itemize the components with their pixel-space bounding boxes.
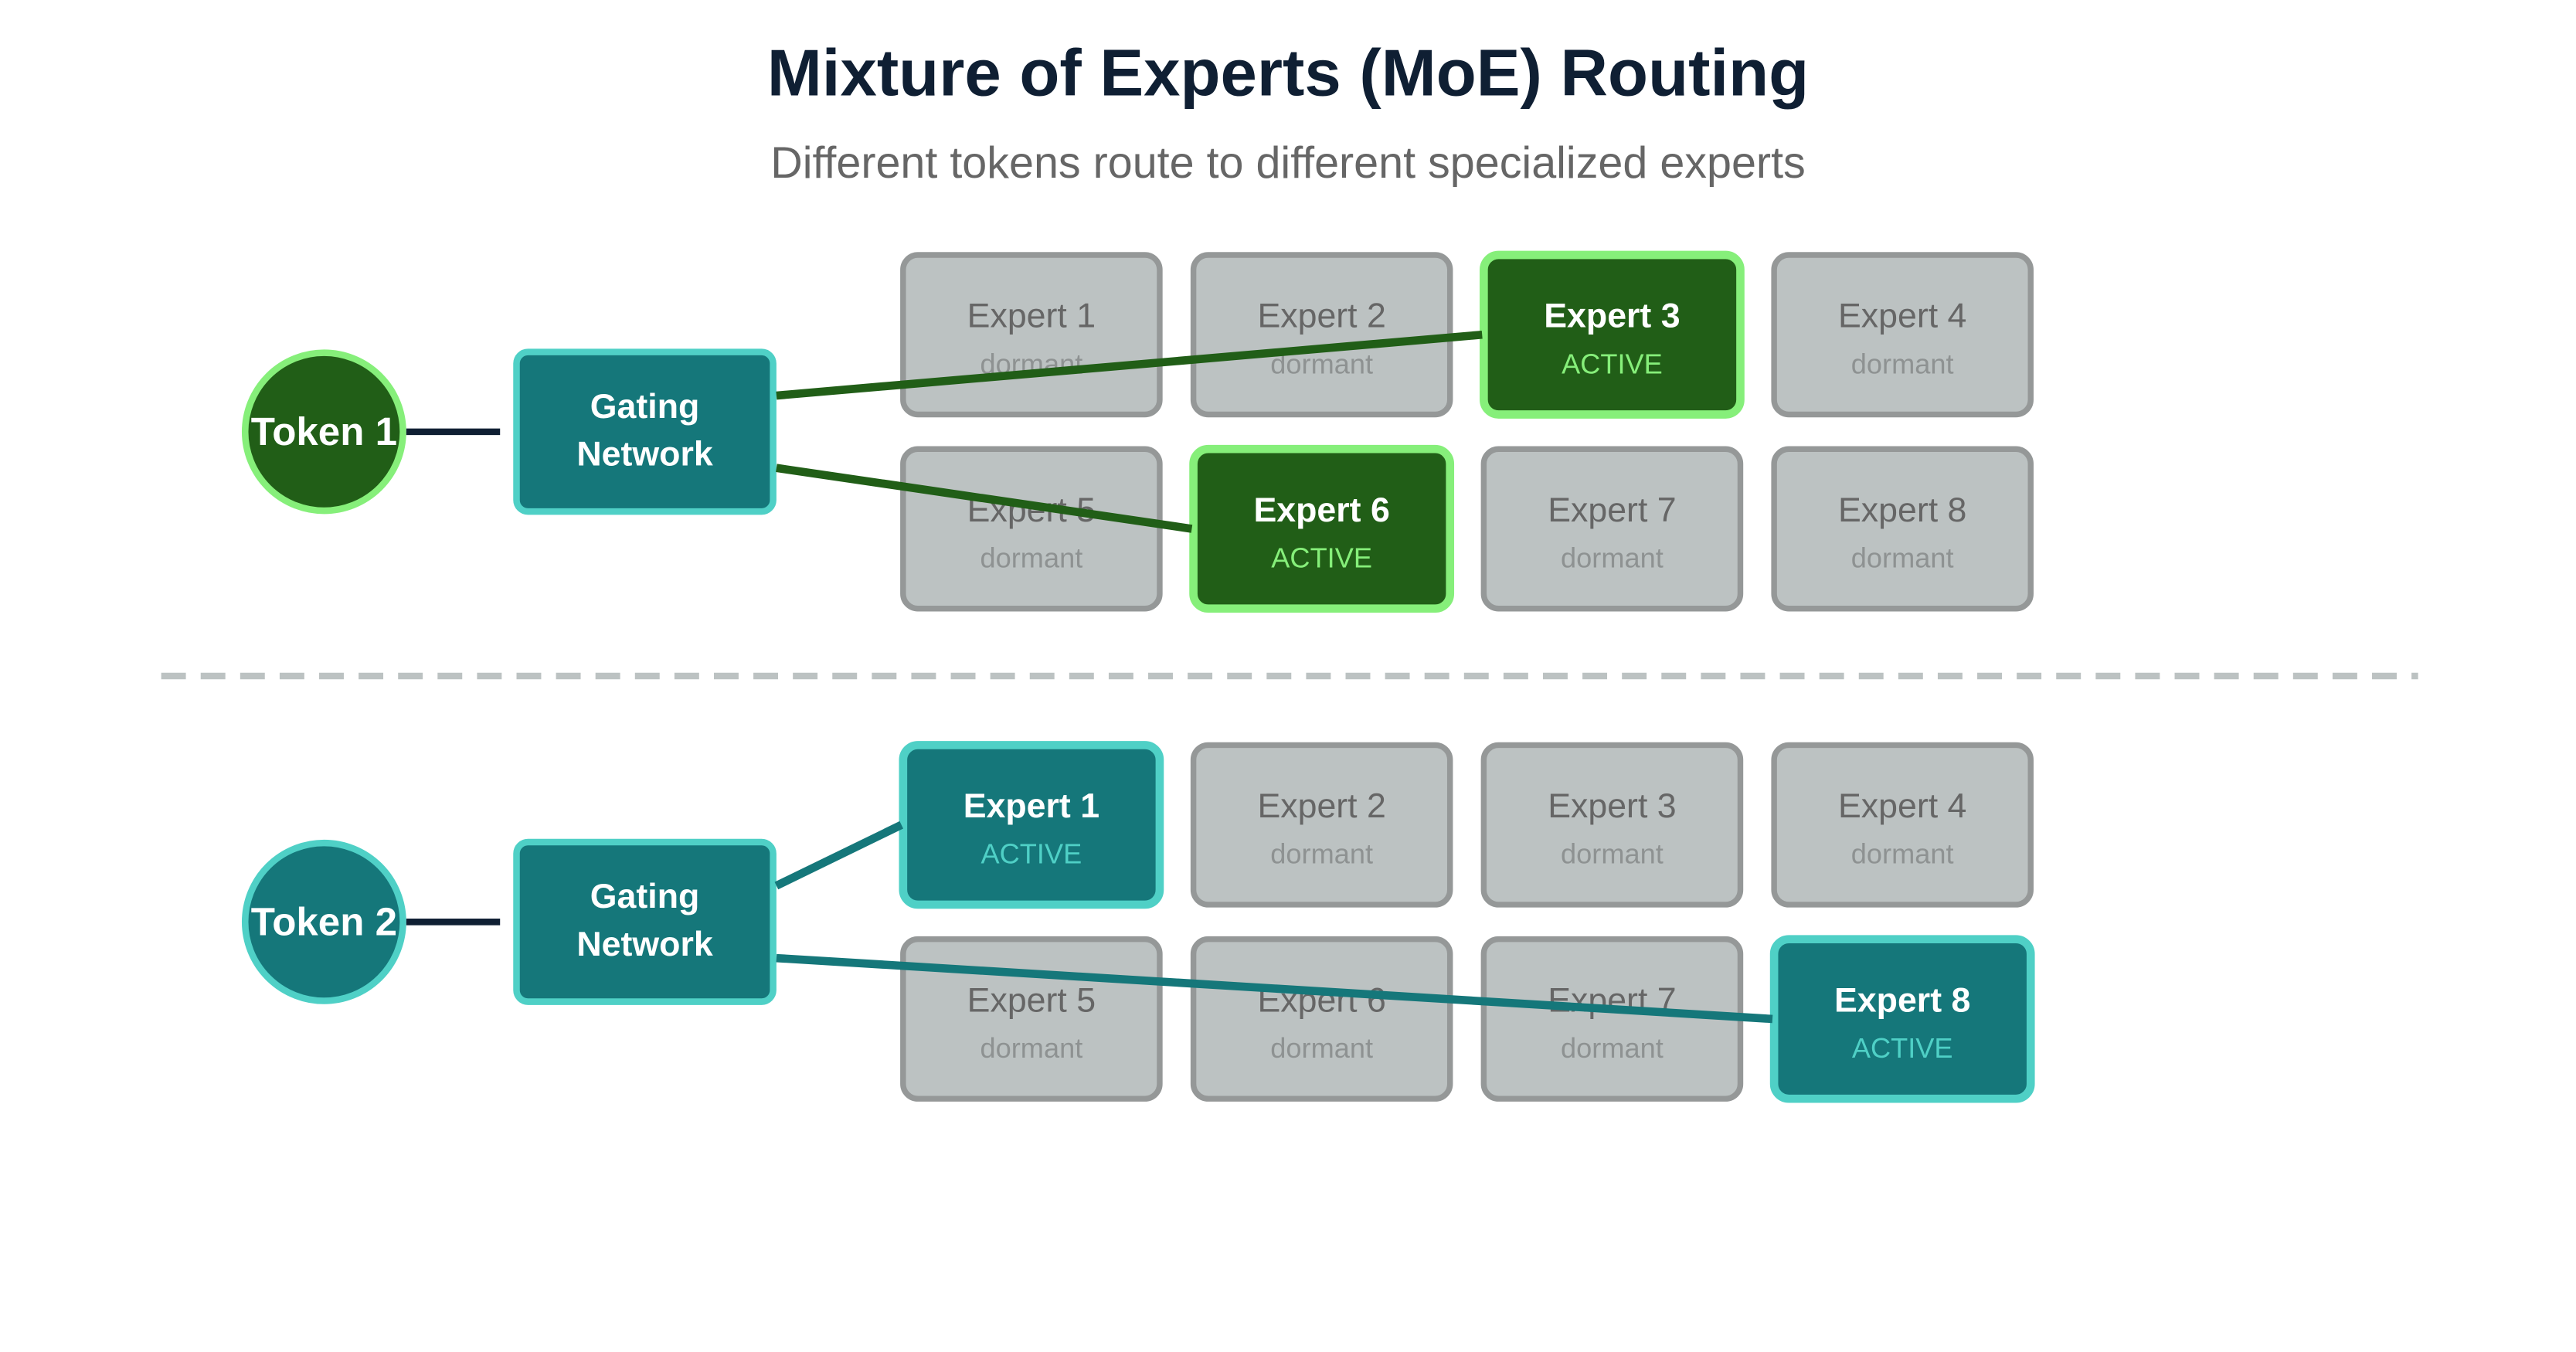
expert-state: dormant <box>1270 1032 1373 1064</box>
token-label: Token 2 <box>251 899 397 943</box>
expert-name: Expert 7 <box>1548 491 1676 529</box>
expert-state: dormant <box>1851 838 1954 870</box>
expert-state: dormant <box>980 1032 1083 1064</box>
token-circle <box>241 839 406 1004</box>
expert-box-frame <box>1771 446 2034 612</box>
expert-name: Expert 3 <box>1548 787 1676 825</box>
expert-box-frame <box>900 446 1163 612</box>
expert-name: Expert 4 <box>1838 297 1966 335</box>
token-row-2: Expert 1 ACTIVE Expert 2 dormant Expert 3 dor… <box>241 741 2035 1103</box>
expert-box-frame <box>1190 742 1453 908</box>
expert-name: Expert 2 <box>1257 297 1385 335</box>
expert-name: Expert 2 <box>1257 787 1385 825</box>
gating-network-box <box>513 838 777 1005</box>
expert-state: dormant <box>1851 348 1954 379</box>
expert-state: ACTIVE <box>981 838 1082 870</box>
expert-box-frame <box>1190 936 1453 1102</box>
expert-state: dormant <box>1561 838 1664 870</box>
expert-state: ACTIVE <box>1271 542 1372 574</box>
expert-state: ACTIVE <box>1852 1032 1953 1064</box>
expert-name: Expert 5 <box>967 981 1096 1019</box>
token-node: Token 1 <box>241 349 406 515</box>
expert-state: dormant <box>1270 838 1373 870</box>
gating-network-label: Network <box>576 436 712 474</box>
diagram-title: Mixture of Experts (MoE) Routing <box>767 36 1809 110</box>
gating-network-label: Gating <box>590 878 700 915</box>
expert-box-1: Expert 1 ACTIVE <box>899 741 1164 909</box>
gating-network-box <box>513 348 777 515</box>
expert-box-6: Expert 6 ACTIVE <box>1189 444 1455 613</box>
expert-name: Expert 8 <box>1834 981 1970 1019</box>
expert-name: Expert 6 <box>1253 491 1389 529</box>
expert-box-5: Expert 5 dormant <box>900 936 1163 1102</box>
expert-box-4: Expert 4 dormant <box>1771 252 2034 418</box>
expert-box-frame <box>900 252 1163 418</box>
expert-state: dormant <box>1561 542 1664 574</box>
route-line-expert-1 <box>774 820 904 890</box>
expert-box-4: Expert 4 dormant <box>1771 742 2034 908</box>
token-label: Token 1 <box>251 409 397 453</box>
expert-box-frame <box>1480 742 1744 908</box>
expert-box-frame <box>1480 250 1745 419</box>
route-line-expert-3 <box>776 330 1483 400</box>
gating-network-label: Gating <box>590 388 700 426</box>
expert-name: Expert 4 <box>1838 787 1966 825</box>
expert-name: Expert 1 <box>967 297 1096 335</box>
gating-network-label: Network <box>576 926 712 963</box>
token-circle <box>241 349 406 515</box>
route-line-expert-6 <box>776 464 1193 533</box>
expert-state: dormant <box>1561 1032 1664 1064</box>
expert-box-8: Expert 8 ACTIVE <box>1769 935 2035 1103</box>
expert-box-2: Expert 2 dormant <box>1190 742 1453 908</box>
diagram-subtitle: Different tokens route to different spec… <box>770 138 1806 188</box>
expert-box-frame <box>1769 935 2035 1103</box>
expert-box-3: Expert 3 dormant <box>1480 742 1744 908</box>
expert-box-frame <box>899 741 1164 909</box>
expert-box-7: Expert 7 dormant <box>1480 446 1744 612</box>
expert-state: dormant <box>1851 542 1954 574</box>
expert-box-frame <box>1480 446 1744 612</box>
route-line-expert-8 <box>776 953 1773 1024</box>
expert-state: dormant <box>980 542 1083 574</box>
expert-name: Expert 8 <box>1838 491 1966 529</box>
expert-box-8: Expert 8 dormant <box>1771 446 2034 612</box>
route-lines <box>774 330 1773 1024</box>
expert-name: Expert 1 <box>963 787 1099 825</box>
expert-box-frame <box>1771 252 2034 418</box>
expert-name: Expert 3 <box>1544 297 1680 335</box>
expert-box-frame <box>1189 444 1455 613</box>
token-node: Token 2 <box>241 839 406 1004</box>
expert-box-frame <box>1771 742 2034 908</box>
expert-box-3: Expert 3 ACTIVE <box>1480 250 1745 419</box>
expert-state: ACTIVE <box>1562 348 1663 379</box>
